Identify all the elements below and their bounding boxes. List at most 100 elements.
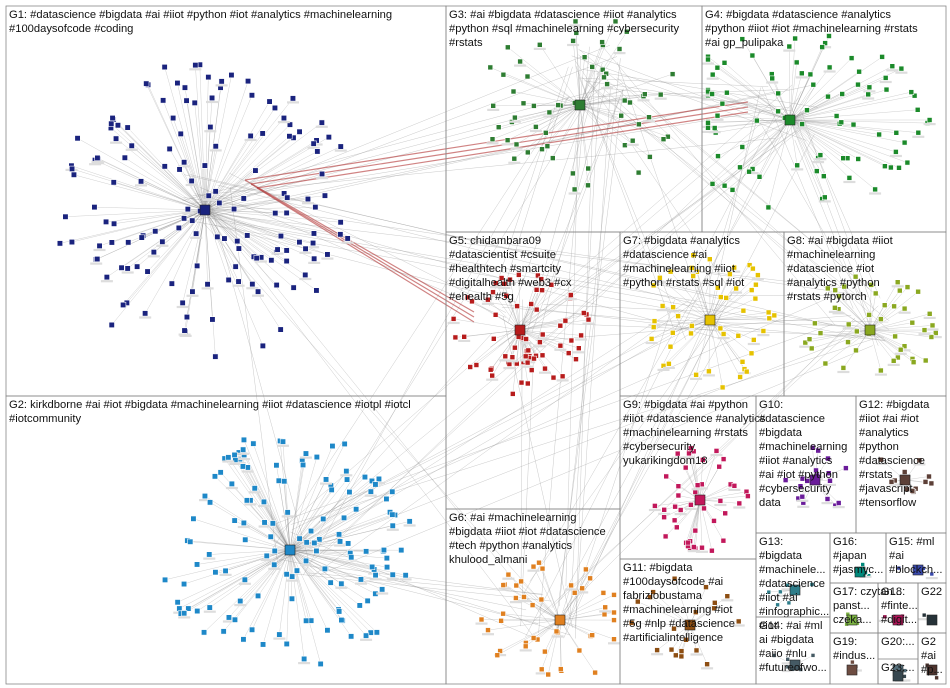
node [513, 141, 520, 148]
node [225, 614, 232, 621]
node-label [386, 577, 399, 580]
node [487, 366, 494, 373]
node-label [582, 322, 595, 325]
group-label-g5: G5: chidambara09#datascientist #csuite#h… [449, 235, 572, 303]
node [240, 436, 247, 443]
node [896, 287, 903, 294]
node [872, 290, 879, 297]
edge [147, 209, 206, 272]
node [721, 182, 728, 189]
node [709, 181, 716, 187]
hub-node [809, 474, 821, 486]
edge [579, 104, 589, 169]
node-label [774, 594, 787, 597]
node [240, 446, 247, 453]
group-label-line: #rstats [449, 37, 483, 49]
group-label-line: #infographic... [759, 606, 829, 618]
node-label [674, 513, 687, 516]
node-label [757, 334, 770, 337]
edge [511, 104, 581, 123]
edge [869, 329, 914, 363]
node-label [567, 43, 580, 47]
node-label [539, 371, 551, 374]
node [911, 92, 918, 99]
node [896, 565, 902, 571]
node [301, 655, 308, 663]
node [604, 81, 610, 87]
node [754, 117, 760, 124]
node [650, 589, 656, 595]
node [748, 287, 755, 293]
node [175, 224, 182, 231]
node [159, 238, 166, 245]
edge [290, 337, 879, 525]
edge [739, 119, 791, 168]
hub-node [899, 474, 911, 486]
node [678, 653, 685, 660]
node [888, 164, 894, 171]
node [733, 285, 739, 292]
node-label [662, 366, 675, 369]
node [108, 120, 115, 127]
node [248, 92, 255, 99]
node [243, 497, 250, 504]
node [201, 492, 208, 500]
node [713, 448, 720, 454]
node [662, 533, 669, 540]
node-label [684, 507, 697, 510]
node-label [209, 149, 222, 152]
edge [693, 499, 701, 548]
node [273, 281, 280, 289]
node [498, 275, 505, 281]
node-label [527, 569, 540, 572]
edge [717, 119, 791, 157]
edge [485, 302, 718, 332]
node [522, 643, 529, 650]
node [513, 595, 519, 601]
edge [59, 209, 206, 244]
group-label-line: #rstats #pytorch [787, 291, 867, 303]
node [539, 331, 546, 338]
node [705, 56, 711, 63]
node [815, 447, 822, 454]
node-label [508, 161, 521, 164]
edge [271, 324, 833, 526]
group-label-line: #ai [921, 650, 936, 662]
node [68, 239, 75, 246]
edge [519, 329, 579, 349]
edge [579, 104, 664, 140]
node [510, 88, 517, 95]
edge [789, 119, 928, 124]
edge [204, 135, 251, 211]
node-label [489, 286, 502, 289]
node [253, 255, 260, 262]
edge [559, 619, 596, 673]
node [336, 538, 344, 545]
group-label-g21: G22 [921, 586, 942, 598]
group-label-line: G17: czytan... [833, 586, 902, 598]
edge [869, 291, 919, 331]
node [915, 288, 921, 295]
group-label-line: #machinelearning #iiot [623, 263, 736, 275]
node [841, 283, 848, 290]
group-label-line: #python #iiot #iot #machinelearning #rst… [705, 23, 918, 35]
node [904, 159, 911, 166]
group-label-line: #python [859, 441, 899, 453]
node [855, 156, 862, 162]
node [872, 186, 878, 193]
node [275, 477, 282, 484]
node [277, 233, 285, 240]
hub-node [892, 614, 904, 626]
edge [204, 122, 322, 211]
node-label [564, 298, 577, 301]
group-label-line: #javascript [859, 483, 913, 495]
node [367, 488, 374, 495]
edge [519, 320, 566, 331]
edge [184, 87, 206, 211]
node-label [518, 600, 530, 603]
node-label [536, 337, 549, 340]
edge [709, 318, 770, 321]
edge [194, 102, 206, 211]
edge [506, 295, 521, 331]
node [487, 64, 494, 71]
